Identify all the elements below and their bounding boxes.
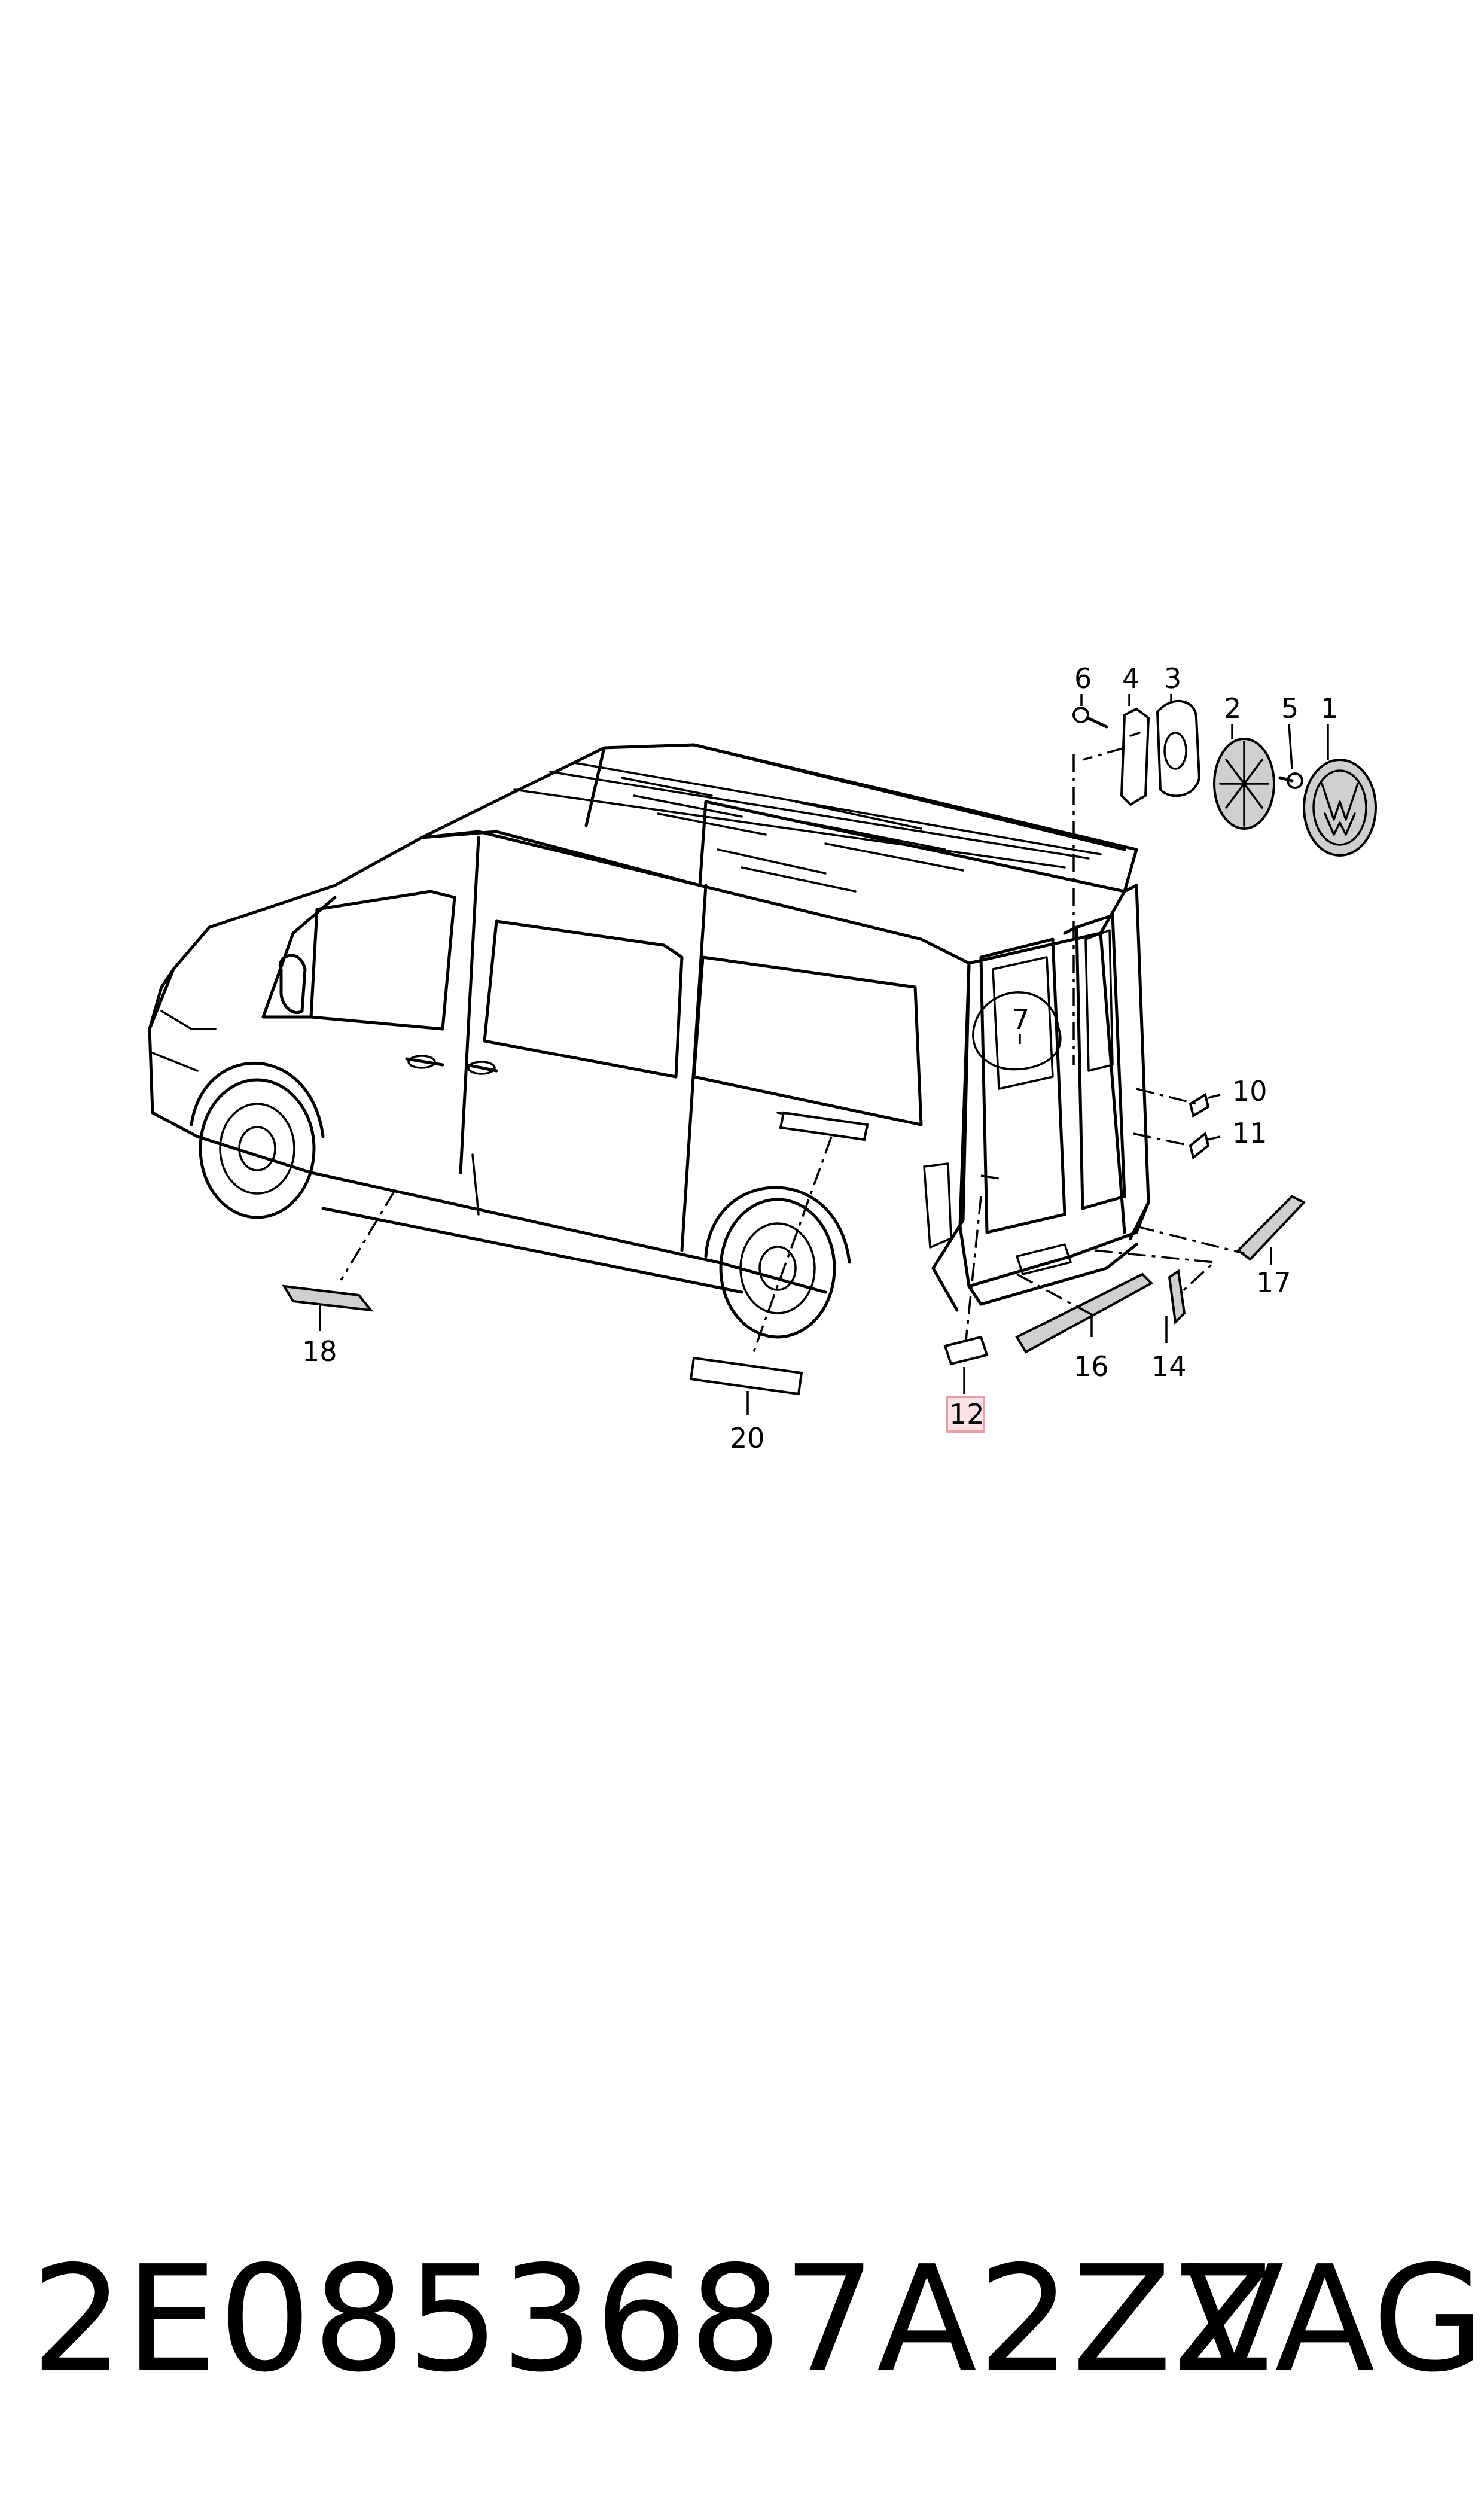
callout-1[interactable]: 1 <box>1321 692 1338 724</box>
callout-12[interactable]: 12 <box>949 1398 985 1430</box>
callout-6[interactable]: 6 <box>1074 662 1092 695</box>
part-10-decal <box>1189 1092 1210 1118</box>
brand-label: VAG <box>1184 2234 1484 2404</box>
part-12-highlight-box <box>946 1396 985 1433</box>
callout-5[interactable]: 5 <box>1281 692 1299 724</box>
part-12-decal <box>943 1335 989 1366</box>
emblem-parts-group <box>1072 700 1377 1065</box>
callout-2[interactable]: 2 <box>1224 692 1241 724</box>
callout-16[interactable]: 16 <box>1074 1350 1109 1383</box>
part-11-decal <box>1189 1131 1210 1160</box>
callout-labels: 6 4 3 2 5 1 7 10 11 17 14 16 12 18 20 <box>302 662 1338 1454</box>
callout-7[interactable]: 7 <box>1012 1003 1029 1036</box>
part-1-vw-emblem <box>1303 759 1377 857</box>
callout-3[interactable]: 3 <box>1164 662 1181 695</box>
callout-18[interactable]: 18 <box>302 1335 337 1368</box>
part-6-screw <box>1072 707 1108 729</box>
part-18-strip <box>282 1284 374 1312</box>
part-14-strip <box>1168 1269 1186 1325</box>
callout-11[interactable]: 11 <box>1232 1117 1267 1149</box>
part-number-label: 2E0853687A2ZZ <box>31 2234 1275 2404</box>
part-3-mounting-plate <box>1156 700 1201 797</box>
part-17-strip <box>1236 1195 1306 1261</box>
part-16-strip <box>1015 1272 1154 1354</box>
part-20-strip <box>689 1356 803 1396</box>
callout-14[interactable]: 14 <box>1151 1350 1187 1383</box>
callout-17[interactable]: 17 <box>1256 1266 1291 1299</box>
part-2-emblem-base <box>1213 738 1275 830</box>
part-5-screw <box>1278 772 1303 789</box>
callout-4[interactable]: 4 <box>1122 662 1139 695</box>
callout-10[interactable]: 10 <box>1232 1075 1267 1107</box>
van-illustration <box>148 743 1150 1339</box>
decal-parts-group <box>282 694 1329 1415</box>
callout-20[interactable]: 20 <box>730 1422 765 1454</box>
part-4-bracket <box>1120 707 1150 806</box>
